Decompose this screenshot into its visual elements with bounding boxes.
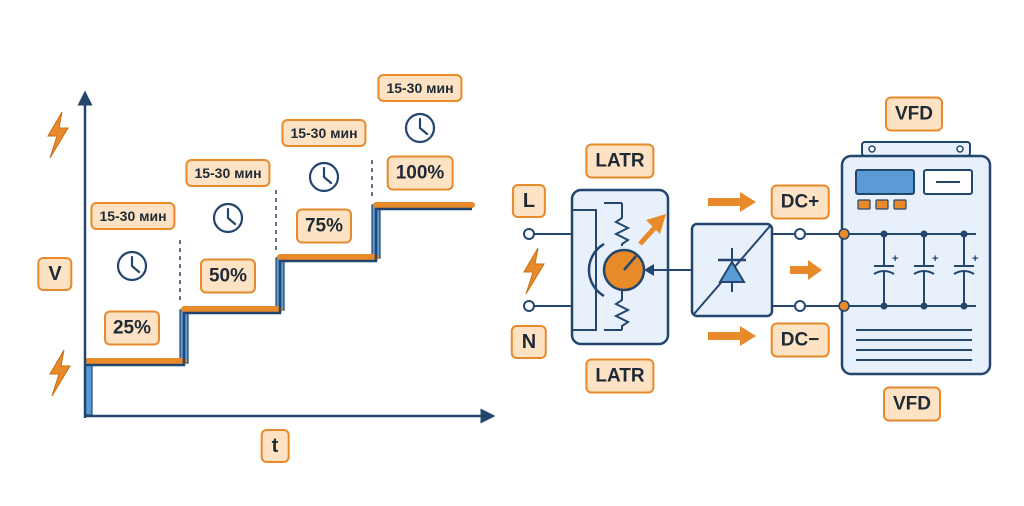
y-axis-label: V [37, 257, 73, 291]
vfd-vent-lines [856, 329, 972, 361]
clock-icon [116, 250, 148, 282]
vfd-display [855, 169, 915, 195]
lightning-icon [49, 349, 71, 397]
step2-level-label: 50% [199, 258, 257, 294]
latr-top-label: LATR [585, 143, 655, 179]
lightning-icon [47, 111, 69, 159]
vfd-block: + + + [838, 141, 992, 376]
svg-text:+: + [932, 253, 938, 265]
terminal-n-node [523, 300, 535, 312]
step4-duration-label: 15-30 мин [377, 74, 463, 102]
svg-text:+: + [892, 253, 898, 265]
lightning-icon [523, 247, 545, 295]
vfd-bottom-label: VFD [883, 386, 941, 422]
step1-duration-label: 15-30 мин [90, 202, 176, 230]
step-graph [47, 90, 496, 424]
clock-icon [308, 161, 340, 193]
dc-link-capacitors [873, 234, 975, 306]
latr-block [570, 188, 670, 346]
step3-level-label: 75% [295, 208, 353, 244]
x-axis-label: t [260, 429, 290, 463]
circuit: + + + [523, 141, 992, 376]
step2-duration-label: 15-30 мин [185, 159, 271, 187]
rectifier-block [690, 222, 774, 318]
step4-level-label: 100% [386, 155, 454, 191]
terminal-n-label: N [510, 325, 548, 359]
clock-icon [212, 202, 244, 234]
clock-icon [404, 112, 436, 144]
latr-bottom-label: LATR [585, 358, 655, 394]
flow-arrows [708, 192, 822, 346]
step-outline [85, 207, 472, 367]
step3-duration-label: 15-30 мин [281, 119, 367, 147]
svg-text:+: + [972, 253, 978, 265]
terminal-l-node [523, 228, 535, 240]
dc-plus-label: DC+ [770, 184, 830, 220]
terminal-l-label: L [511, 184, 547, 218]
vfd-top-label: VFD [885, 96, 943, 132]
step1-level-label: 25% [103, 310, 161, 346]
step-levels [85, 202, 475, 364]
step-separators [179, 160, 373, 300]
dc-minus-label: DC− [770, 322, 830, 358]
